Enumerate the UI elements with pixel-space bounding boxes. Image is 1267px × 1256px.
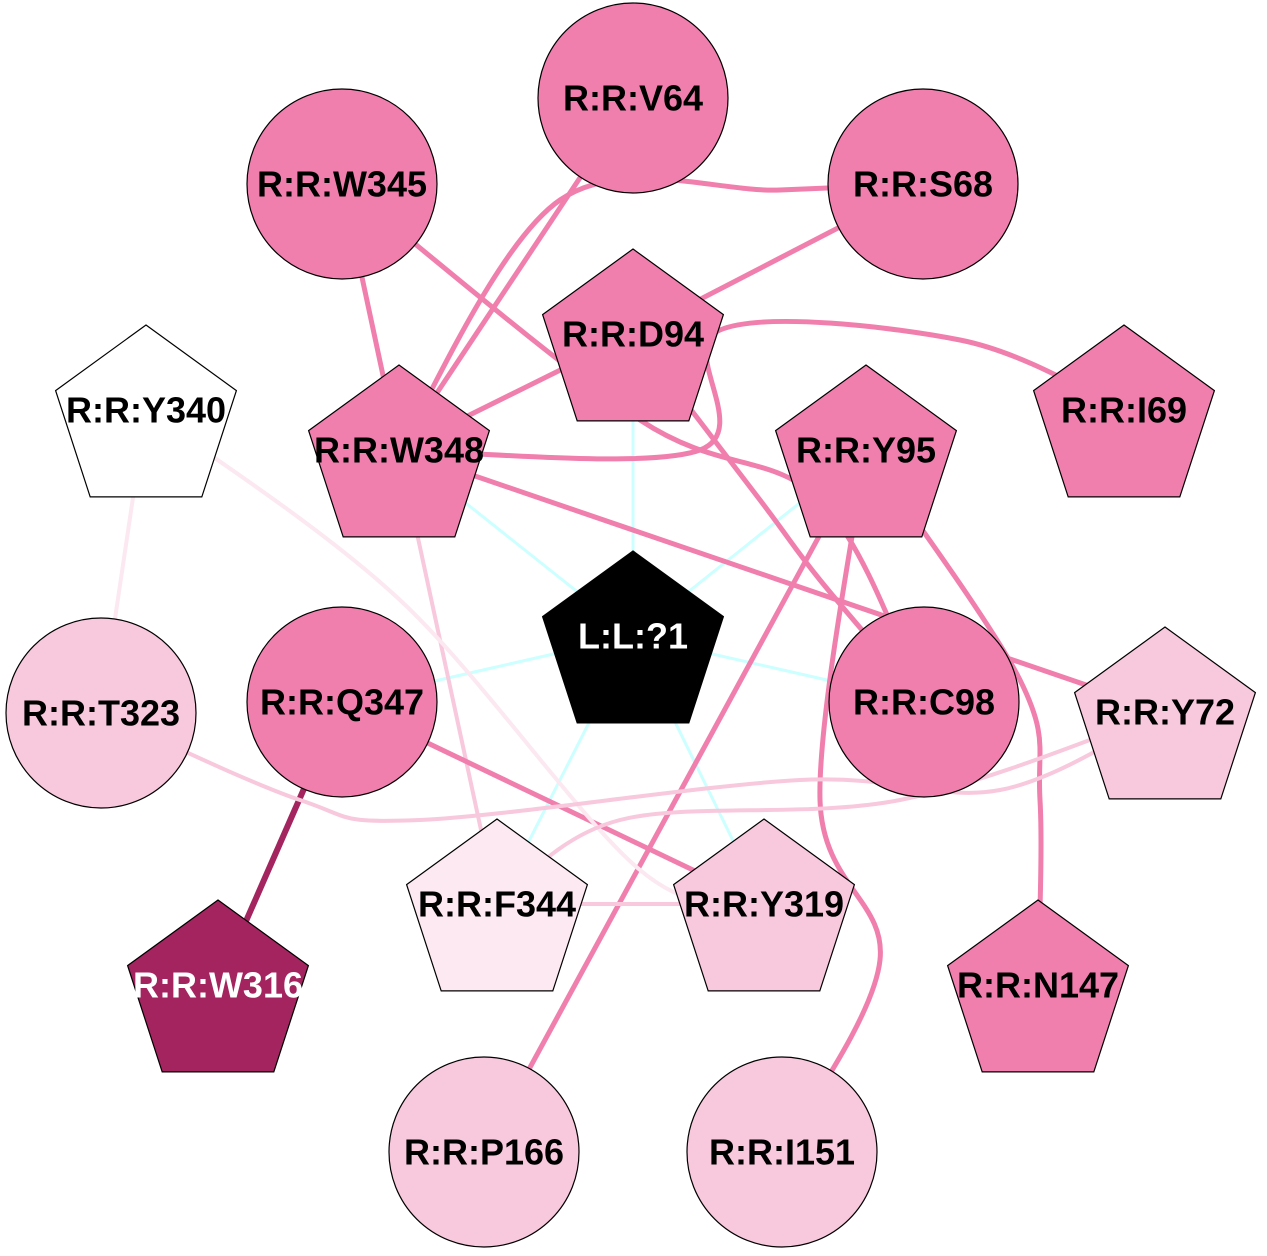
node-pentagon bbox=[126, 899, 310, 1073]
node-pentagon bbox=[541, 550, 725, 724]
node-w316[interactable]: R:R:W316 bbox=[126, 899, 310, 1073]
node-i69[interactable]: R:R:I69 bbox=[1032, 324, 1216, 498]
node-circle bbox=[686, 1056, 878, 1248]
edge-y72-f344 bbox=[495, 710, 1166, 906]
node-circle bbox=[537, 2, 729, 194]
node-i151[interactable]: R:R:I151 bbox=[686, 1056, 878, 1248]
node-pentagon bbox=[541, 248, 725, 422]
node-label: R:R:Y95 bbox=[796, 430, 936, 471]
node-c98[interactable]: R:R:C98 bbox=[828, 606, 1020, 798]
node-circle bbox=[388, 1056, 580, 1248]
edge-t323-y72 bbox=[100, 710, 1166, 823]
node-label: R:R:N147 bbox=[957, 965, 1119, 1006]
node-y72[interactable]: R:R:Y72 bbox=[1073, 626, 1257, 800]
node-circle bbox=[828, 606, 1020, 798]
edge-w348-i69 bbox=[398, 319, 1125, 462]
node-d94[interactable]: R:R:D94 bbox=[541, 248, 725, 422]
node-label: R:R:W316 bbox=[133, 965, 303, 1006]
node-l1[interactable]: L:L:?1 bbox=[541, 550, 725, 724]
node-label: R:R:W345 bbox=[257, 164, 427, 205]
node-label: R:R:F344 bbox=[418, 884, 576, 925]
node-circle bbox=[246, 606, 438, 798]
node-label: R:R:W348 bbox=[314, 430, 484, 471]
node-y95[interactable]: R:R:Y95 bbox=[774, 364, 958, 538]
node-pentagon bbox=[1073, 626, 1257, 800]
node-pentagon bbox=[946, 899, 1130, 1073]
node-label: R:R:P166 bbox=[404, 1132, 564, 1173]
node-pentagon bbox=[672, 818, 856, 992]
node-label: R:R:I151 bbox=[709, 1132, 855, 1173]
node-w345[interactable]: R:R:W345 bbox=[246, 88, 438, 280]
node-label: R:R:I69 bbox=[1061, 390, 1187, 431]
node-f344[interactable]: R:R:F344 bbox=[405, 818, 589, 992]
node-q347[interactable]: R:R:Q347 bbox=[246, 606, 438, 798]
node-label: R:R:Y340 bbox=[66, 390, 226, 431]
node-v64[interactable]: R:R:V64 bbox=[537, 2, 729, 194]
node-pentagon bbox=[54, 324, 238, 498]
edge-w348-y72 bbox=[398, 447, 1166, 715]
node-n147[interactable]: R:R:N147 bbox=[946, 899, 1130, 1073]
node-circle bbox=[246, 88, 438, 280]
node-label: R:R:Y72 bbox=[1095, 692, 1235, 733]
node-pentagon bbox=[774, 364, 958, 538]
node-pentagon bbox=[405, 818, 589, 992]
node-s68[interactable]: R:R:S68 bbox=[827, 88, 1019, 280]
node-p166[interactable]: R:R:P166 bbox=[388, 1056, 580, 1248]
node-label: R:R:T323 bbox=[22, 693, 180, 734]
node-pentagon bbox=[307, 364, 491, 538]
node-circle bbox=[5, 617, 197, 809]
node-circle bbox=[827, 88, 1019, 280]
node-t323[interactable]: R:R:T323 bbox=[5, 617, 197, 809]
node-pentagon bbox=[1032, 324, 1216, 498]
edge-y95-n147 bbox=[863, 448, 1044, 986]
node-label: R:R:C98 bbox=[853, 682, 995, 723]
node-label: L:L:?1 bbox=[578, 616, 688, 657]
node-y319[interactable]: R:R:Y319 bbox=[672, 818, 856, 992]
node-label: R:R:V64 bbox=[563, 78, 703, 119]
node-label: R:R:Y319 bbox=[684, 884, 844, 925]
edge-y95-p166 bbox=[481, 448, 869, 1154]
node-label: R:R:Q347 bbox=[260, 682, 424, 723]
node-label: R:R:S68 bbox=[853, 164, 993, 205]
edge-y95-i151 bbox=[779, 449, 883, 1154]
node-label: R:R:D94 bbox=[562, 314, 704, 355]
node-y340[interactable]: R:R:Y340 bbox=[54, 324, 238, 498]
edge-w345-c98 bbox=[340, 182, 927, 704]
node-w348[interactable]: R:R:W348 bbox=[307, 364, 491, 538]
